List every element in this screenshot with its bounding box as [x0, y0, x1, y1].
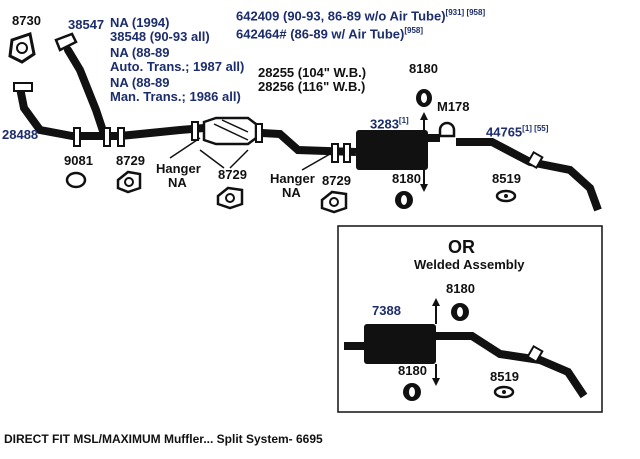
label-8180-inset-top: 8180 — [446, 281, 475, 296]
hanger-8180-inset-top — [451, 303, 469, 321]
gasket-8730 — [8, 32, 36, 64]
label-3283: 3283[1] — [370, 114, 409, 131]
label-or: OR — [448, 237, 475, 257]
catalytic-converter — [202, 116, 263, 146]
gasket-8729-a — [116, 170, 142, 194]
label-44765-text: 44765 — [486, 124, 523, 140]
label-8519: 8519 — [492, 171, 521, 186]
intermediate-pipe — [261, 129, 357, 163]
label-3283-text: 3283 — [370, 116, 399, 132]
label-m178: M178 — [437, 99, 470, 114]
hanger-8519-inset — [493, 385, 515, 399]
muffler-3283 — [356, 130, 440, 170]
label-642409: 642409 (90-93, 86-89 w/o Air Tube)[931] … — [236, 6, 485, 23]
label-642409-text: 642409 (90-93, 86-89 w/o Air Tube) — [236, 8, 446, 24]
label-3283-sup: [1] — [398, 116, 409, 125]
label-na-88-89-b: NA (88-89 — [110, 75, 170, 90]
label-na-1994: NA (1994) — [110, 15, 170, 30]
label-9081: 9081 — [64, 153, 93, 168]
hanger-8180-bottom — [395, 191, 413, 209]
label-na-88-89-a: NA (88-89 — [110, 45, 170, 60]
gasket-8729-b — [216, 186, 244, 210]
welded-assembly-7388 — [344, 298, 588, 399]
label-642409-sup: [931] [958] — [445, 8, 486, 17]
label-44765: 44765[1] [55] — [486, 122, 548, 139]
label-hanger-a: Hanger — [156, 161, 201, 176]
label-8729-b: 8729 — [218, 167, 247, 182]
gasket-38547 — [54, 32, 78, 52]
gasket-9081 — [65, 171, 87, 189]
label-8729-a: 8729 — [116, 153, 145, 168]
label-auto-trans: Auto. Trans.; 1987 all) — [110, 59, 245, 74]
hanger-arrows — [420, 112, 428, 192]
hanger-leader-lines — [169, 137, 331, 171]
label-44765-sup: [1] [55] — [522, 124, 549, 133]
label-38548: 38548 (90-93 all) — [110, 29, 210, 44]
label-8180-bottom: 8180 — [392, 171, 421, 186]
inset-box — [337, 225, 603, 413]
label-642464-text: 642464# (86-89 w/ Air Tube) — [236, 26, 405, 42]
label-8730: 8730 — [12, 13, 41, 28]
hanger-8180-top — [416, 89, 432, 107]
label-8180-top: 8180 — [409, 61, 438, 76]
pipe-38548 — [64, 46, 108, 138]
label-28255: 28255 (104" W.B.) — [258, 65, 367, 80]
label-28256: 28256 (116" W.B.) — [258, 79, 366, 94]
label-28488: 28488 — [2, 127, 39, 142]
hanger-8180-inset-bottom — [403, 383, 421, 401]
front-pipe — [72, 121, 205, 147]
label-welded-assembly: Welded Assembly — [414, 257, 525, 272]
hanger-8519 — [495, 189, 517, 203]
label-hanger-a-na: NA — [168, 175, 187, 190]
label-man-trans: Man. Trans.; 1986 all) — [110, 89, 241, 104]
label-642464-sup: [958] — [404, 26, 424, 35]
label-642464: 642464# (86-89 w/ Air Tube)[958] — [236, 24, 423, 41]
gasket-8729-c — [320, 190, 348, 214]
label-7388: 7388 — [372, 303, 401, 318]
tailpipe-44765 — [456, 138, 602, 212]
diagram-caption: DIRECT FIT MSL/MAXIMUM Muffler... Split … — [4, 432, 323, 446]
label-8180-inset-bottom: 8180 — [398, 363, 427, 378]
label-38547: 38547 — [68, 17, 105, 32]
pipe-28488 — [13, 82, 76, 140]
clamp-m178 — [438, 121, 456, 138]
label-hanger-b: Hanger — [270, 171, 315, 186]
label-hanger-b-na: NA — [282, 185, 301, 200]
label-8519-inset: 8519 — [490, 369, 519, 384]
label-8729-c: 8729 — [322, 173, 351, 188]
